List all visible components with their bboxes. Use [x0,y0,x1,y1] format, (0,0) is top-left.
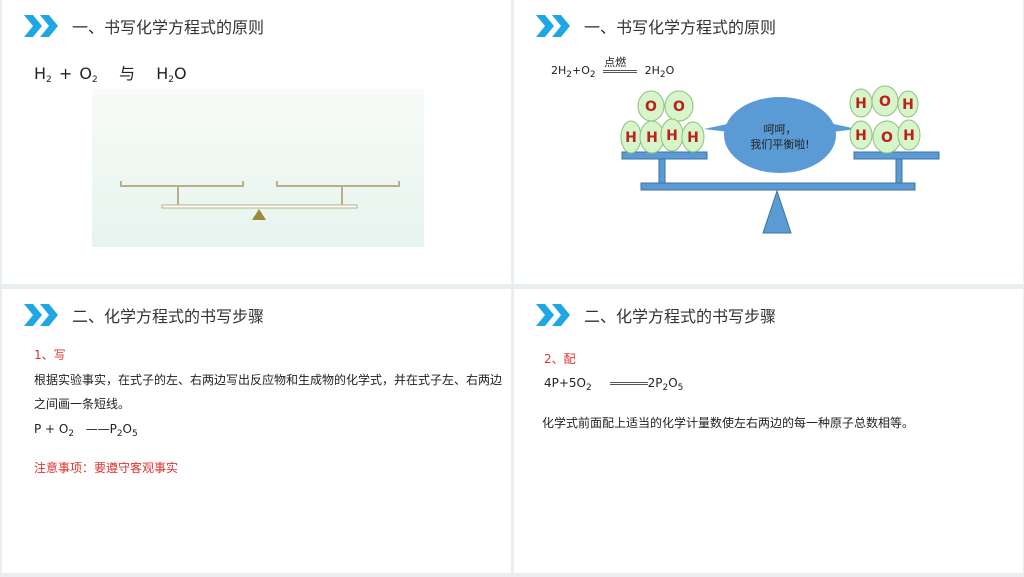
subscript: 2 [659,70,666,80]
formula: P + O2 ——P2O5 [34,422,138,439]
subscript: 2 [68,429,75,439]
section-header: 一、书写化学方程式的原则 [536,14,776,38]
equals-sign [609,382,648,385]
atom-label: H [666,128,678,144]
atom-label: H [687,130,699,146]
formula-part: 4P+5O [544,376,587,390]
section-title: 一、书写化学方程式的原则 [72,18,265,37]
atom-label: H [855,96,867,112]
section-header: 二、化学方程式的书写步骤 [24,303,264,327]
subscript: 2 [586,383,592,393]
double-chevron-icon [24,15,58,37]
section-title: 二、化学方程式的书写步骤 [72,307,265,326]
section-title: 二、化学方程式的书写步骤 [584,307,777,326]
subscript: 2 [46,75,52,85]
atom [897,90,919,118]
subscript: 5 [677,383,684,393]
formula-part: O [665,64,675,77]
formula: H2 + O2 与 H2O [34,60,187,85]
slide-panel-4: 二、化学方程式的书写步骤 2、配 4P+5O2 2P2O5 化学式前面配上适当的… [514,289,1023,573]
formula-part: 2H [644,64,660,77]
step-description: 化学式前面配上适当的化学计量数使左右两边的每一种原子总数相等。 [542,416,915,430]
subscript: 2 [116,429,123,439]
formula-part: O [79,64,92,83]
formula-part: P + O [34,422,69,436]
double-chevron-icon [536,15,570,37]
formula-part: H [34,64,47,83]
formula-part: 2H [551,64,567,77]
step-label: 1、写 [34,348,66,362]
section-header: 二、化学方程式的书写步骤 [536,303,776,327]
formula-part: P [109,422,117,436]
atom-label: H [646,130,658,146]
section-header: 一、书写化学方程式的原则 [24,14,264,38]
formula-part: +O [572,64,590,77]
equals-sign: 点燃 [603,56,638,73]
subscript: 5 [132,429,138,439]
atom-label: O [645,99,657,115]
step-description: 根据实验事实，在式子的左、右两边写出反应物和生成物的化学式，并在式子左、右两边之… [34,373,503,411]
subscript: 2 [589,70,596,80]
formula-part: + [58,64,73,83]
subscript: 2 [168,75,174,85]
atom [897,119,921,151]
atom-label: O [673,99,685,115]
formula-part: O [122,422,132,436]
atom-label: H [625,130,637,146]
formula-part: 与 [118,64,135,83]
slide-panel-3: 二、化学方程式的书写步骤 1、写 根据实验事实，在式子的左、右两边写出反应物和生… [2,289,511,573]
formula: 4P+5O2 2P2O5 [544,376,683,393]
formula-part: O [668,376,678,390]
subscript: 2 [91,75,98,85]
note: 注意事项：要遵守客观事实 [34,461,179,475]
atom [681,121,705,153]
step-label: 2、配 [544,352,576,366]
atom-label: O [881,130,893,146]
balanced-equation: 2H2+O2 点燃 2H2O [551,56,675,81]
short-line: —— [85,422,110,436]
formula-part: 2P [647,376,663,390]
slide-panel-1: 一、书写化学方程式的原则 H2 + O2 与 H2O [2,0,511,284]
atom-label: H [903,128,915,144]
atom [664,90,694,122]
double-chevron-icon [24,304,58,326]
formula-part: O [174,64,187,83]
reaction-condition: 点燃 [604,55,627,69]
bubble-text: 呵呵，我们平衡啦! [750,123,809,151]
atom-label: H [902,97,914,113]
section-title: 一、书写化学方程式的原则 [584,18,777,37]
formula-part: H [156,64,169,83]
double-chevron-icon [536,304,570,326]
atom-label: H [855,128,867,144]
subscript: 2 [566,70,573,80]
empty-balance-image [92,89,424,247]
subscript: 2 [662,383,669,393]
atom [849,120,873,150]
atom-label: O [879,94,891,110]
